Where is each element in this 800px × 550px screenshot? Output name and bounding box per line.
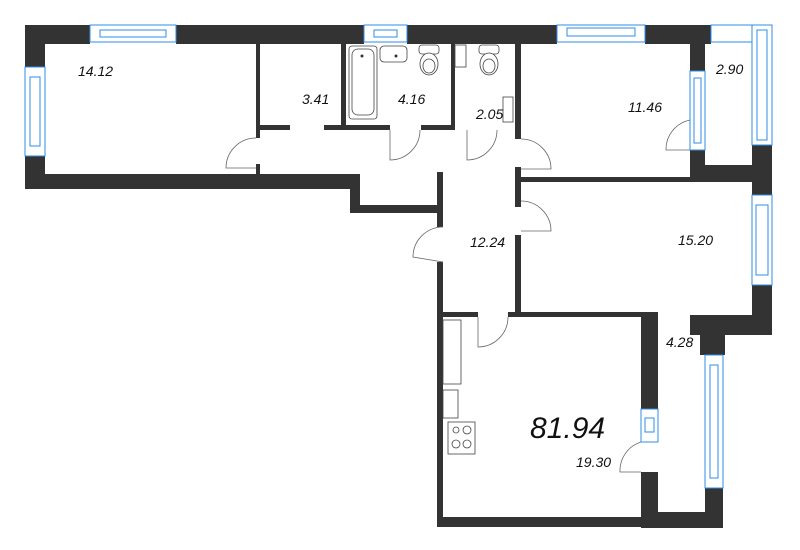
room-area-label: 19.30 (576, 454, 612, 470)
room-area-label: 11.46 (628, 99, 662, 115)
bathtub-icon (348, 45, 378, 120)
window-kitchen-side (640, 408, 659, 443)
wc-sink-icon (454, 44, 514, 123)
room-area-label: 15.20 (678, 232, 714, 248)
window-left-room1 (24, 66, 46, 157)
toilet-icon (418, 44, 440, 76)
room-area-label: 14.12 (78, 63, 114, 79)
walls (25, 25, 772, 528)
stove-icon (447, 421, 476, 455)
sink-icon (379, 45, 408, 63)
kitchen-counter-icon (442, 319, 462, 419)
window-balcony2-right (704, 354, 724, 489)
room-area-label: 3.41 (302, 91, 330, 107)
window-top-room2 (556, 24, 646, 43)
room-area-label: 4.16 (398, 91, 426, 107)
room-area-label: 4.28 (666, 334, 694, 350)
window-top-bath (363, 24, 408, 43)
room-area-label: 12.24 (470, 234, 506, 250)
window-balcony1-right (751, 24, 773, 146)
windows (24, 24, 773, 489)
toilet-icon (478, 44, 500, 76)
total-area-label: 81.94 (530, 412, 606, 445)
window-room2-side (689, 70, 706, 151)
room-area-label: 2.90 (716, 61, 744, 77)
window-top-room1 (89, 24, 177, 43)
fixtures (348, 44, 514, 455)
room-area-label: 2.05 (476, 106, 504, 122)
window-room3-right (751, 194, 773, 286)
doors (225, 119, 691, 473)
